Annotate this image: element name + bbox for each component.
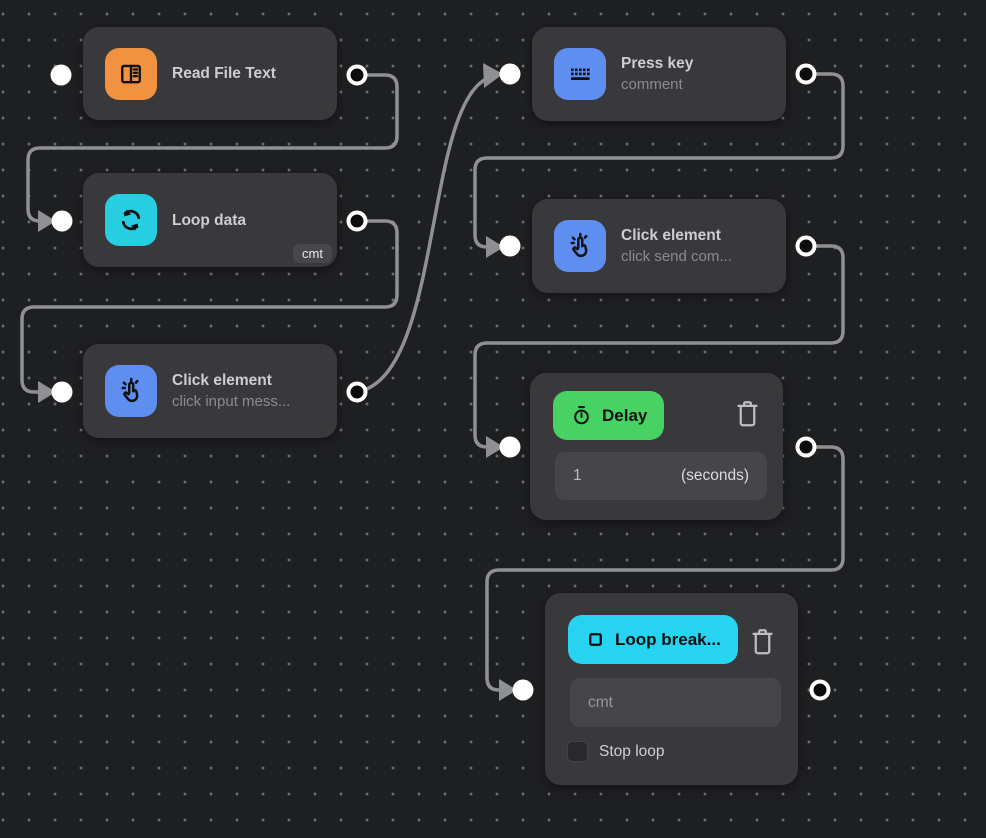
input-handle-read-file[interactable] xyxy=(50,64,72,86)
loop-id-value: cmt xyxy=(588,693,613,711)
trash-icon[interactable] xyxy=(734,399,761,429)
delay-button-label: Delay xyxy=(602,405,648,425)
input-handle-loop-break[interactable] xyxy=(512,679,534,701)
node-press-key[interactable]: Press key comment xyxy=(532,27,786,121)
node-read-file-text[interactable]: Read File Text xyxy=(83,27,337,120)
stop-square-icon xyxy=(585,629,606,650)
node-delay[interactable]: Delay 1 (seconds) xyxy=(530,373,783,520)
node-subtitle: click input mess... xyxy=(172,393,291,410)
loop-break-block-button[interactable]: Loop break... xyxy=(568,615,738,664)
input-handle-loop-data[interactable] xyxy=(51,210,73,232)
input-handle-click-2[interactable] xyxy=(499,235,521,257)
node-subtitle: click send com... xyxy=(621,248,732,265)
node-loop-break[interactable]: Loop break... cmt Stop loop xyxy=(545,593,798,785)
delay-value: 1 xyxy=(573,467,582,484)
loop-id-input[interactable]: cmt xyxy=(570,678,781,727)
input-handle-press-key[interactable] xyxy=(499,63,521,85)
arrowhead-icon xyxy=(499,679,517,701)
node-title: Read File Text xyxy=(172,65,276,82)
arrowhead-icon xyxy=(38,210,56,232)
output-handle-read-file[interactable] xyxy=(346,64,368,86)
output-handle-loop-break[interactable] xyxy=(809,679,831,701)
edge-delay-to-loopbreak[interactable] xyxy=(485,445,845,692)
keyboard-icon xyxy=(554,48,606,100)
edge-click1-to-presskey[interactable] xyxy=(356,77,487,394)
loop-break-button-label: Loop break... xyxy=(615,629,721,649)
arrowhead-icon xyxy=(483,63,503,88)
edge-click2-to-delay[interactable] xyxy=(473,244,845,449)
stopwatch-icon xyxy=(570,404,593,427)
node-title: Click element xyxy=(621,227,721,244)
trash-icon[interactable] xyxy=(749,627,776,657)
node-click-element-2[interactable]: Click element click send com... xyxy=(532,199,786,293)
arrowhead-icon xyxy=(38,381,56,403)
hand-click-icon xyxy=(105,365,157,417)
stop-loop-label: Stop loop xyxy=(599,742,665,760)
output-handle-click-2[interactable] xyxy=(795,235,817,257)
node-comment-badge: cmt xyxy=(293,244,332,263)
node-subtitle: comment xyxy=(621,76,683,93)
output-handle-loop-data[interactable] xyxy=(346,210,368,232)
arrowhead-icon xyxy=(486,436,504,458)
arrowhead-icon xyxy=(486,236,504,258)
input-handle-delay[interactable] xyxy=(499,436,521,458)
file-text-icon xyxy=(105,47,157,100)
edge-presskey-to-click2[interactable] xyxy=(473,72,845,249)
loop-icon xyxy=(105,194,157,246)
delay-seconds-input[interactable]: 1 (seconds) xyxy=(555,452,767,500)
node-title: Loop data xyxy=(172,211,247,229)
node-title: Click element xyxy=(172,372,272,389)
node-loop-data[interactable]: Loop data cmt xyxy=(83,173,337,267)
output-handle-press-key[interactable] xyxy=(795,63,817,85)
delay-unit-label: (seconds) xyxy=(680,467,749,484)
output-handle-delay[interactable] xyxy=(795,436,817,458)
edge-readfile-to-loopdata[interactable] xyxy=(26,73,399,223)
input-handle-click-1[interactable] xyxy=(51,381,73,403)
node-click-element-1[interactable]: Click element click input mess... xyxy=(83,344,337,438)
node-title: Press key xyxy=(621,55,694,72)
edge-loopdata-to-click1[interactable] xyxy=(20,219,399,394)
output-handle-click-1[interactable] xyxy=(346,381,368,403)
delay-block-button[interactable]: Delay xyxy=(553,391,665,440)
stop-loop-checkbox[interactable] xyxy=(567,741,588,762)
hand-click-icon xyxy=(554,220,606,272)
